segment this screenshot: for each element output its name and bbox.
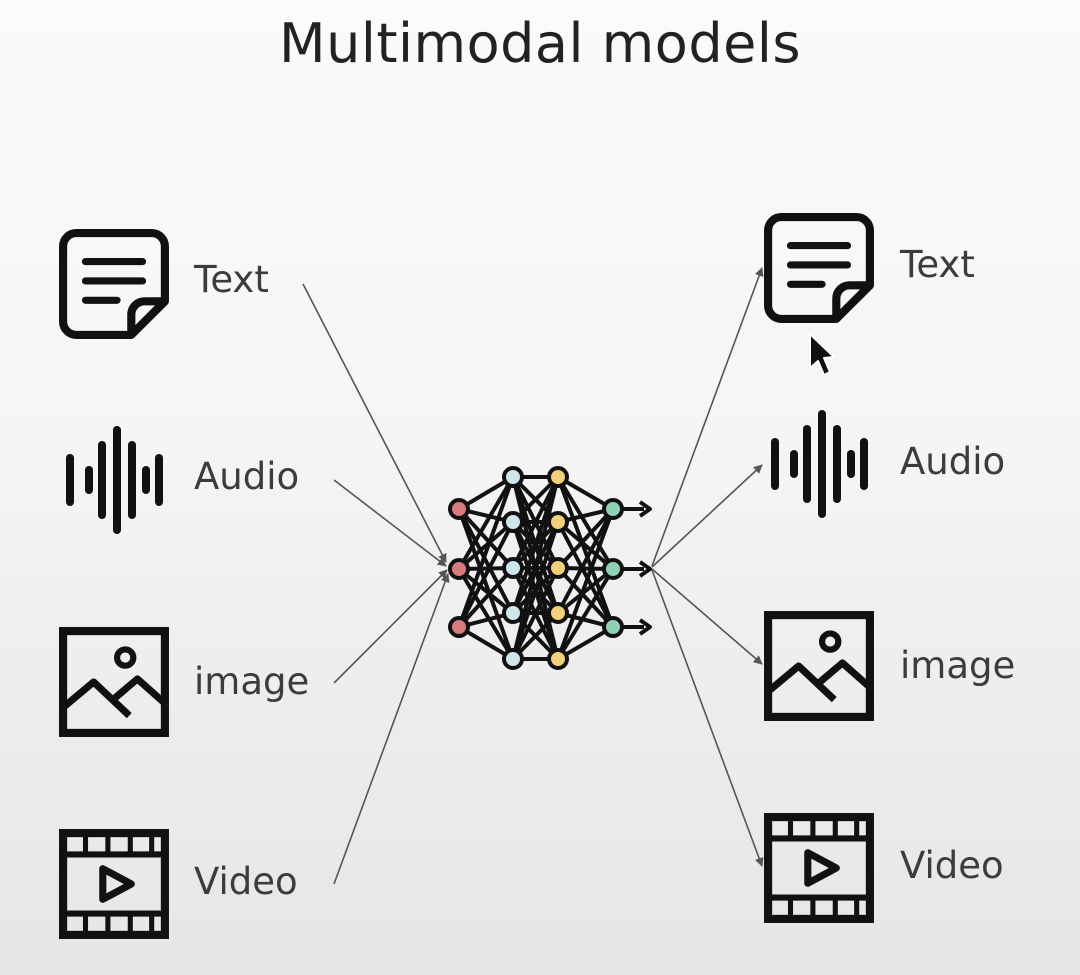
network-node [602,498,624,520]
output-audio-icon [775,414,864,514]
input-label-audio: Audio [194,455,300,498]
network-node [502,648,524,670]
network-node [502,466,524,488]
network-node [448,498,470,520]
output-label-text: Text [900,243,975,286]
network-node [547,466,569,488]
network-node [547,511,569,533]
network-node [502,602,524,624]
input-label-video: Video [194,860,298,903]
network-node [547,648,569,670]
network-node [547,557,569,579]
input-label-text: Text [194,258,269,301]
network-node [448,616,470,638]
input-video-icon [63,833,165,935]
output-image-icon [768,615,870,717]
arrow-input-text [302,283,447,563]
arrow-output-audio [651,464,763,568]
arrow-input-audio [333,479,447,567]
output-label-video: Video [900,844,1004,887]
neural-network-icon [448,466,652,670]
output-arrows [651,267,764,867]
diagram-title: Multimodal models [279,12,801,75]
arrow-output-text [651,267,764,567]
arrow-output-video [651,569,764,867]
input-audio-icon [70,430,159,530]
network-node [602,558,624,580]
input-text-icon [63,233,165,335]
arrow-input-image [333,569,448,684]
input-arrows [302,283,450,885]
arrow-output-image [651,568,763,665]
network-node [502,511,524,533]
output-label-image: image [900,644,1016,687]
output-text-icon [768,217,870,319]
network-node [602,616,624,638]
input-label-image: image [194,660,310,703]
mouse-cursor-icon [809,333,835,376]
output-video-icon [768,817,870,919]
output-label-audio: Audio [900,440,1006,483]
network-node [448,558,470,580]
input-image-icon [63,631,165,733]
arrow-input-video [333,573,450,885]
network-node [502,557,524,579]
network-node [547,602,569,624]
